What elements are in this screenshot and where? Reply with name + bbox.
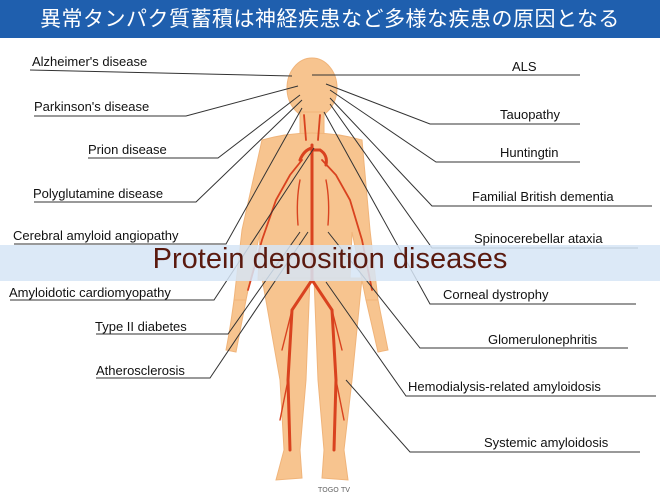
label-corneal-dystrophy: Corneal dystrophy (443, 287, 549, 302)
label-parkinsons: Parkinson's disease (34, 99, 149, 114)
label-hemodialysis-amyloidosis: Hemodialysis-related amyloidosis (408, 379, 601, 394)
label-prion: Prion disease (88, 142, 167, 157)
label-alzheimers: Alzheimer's disease (32, 54, 147, 69)
label-tauopathy: Tauopathy (500, 107, 560, 122)
label-polyglutamine: Polyglutamine disease (33, 186, 163, 201)
label-familial-british-dementia: Familial British dementia (472, 189, 614, 204)
label-glomerulonephritis: Glomerulonephritis (488, 332, 597, 347)
banner-title: Protein deposition diseases (0, 243, 660, 276)
label-systemic-amyloidosis: Systemic amyloidosis (484, 435, 608, 450)
label-cerebral-amyloid-angiopathy: Cerebral amyloid angiopathy (13, 228, 178, 243)
label-als: ALS (512, 59, 537, 74)
label-spinocerebellar-ataxia: Spinocerebellar ataxia (474, 231, 603, 246)
label-atherosclerosis: Atherosclerosis (96, 363, 185, 378)
title-banner: 異常タンパク質蓄積は神経疾患など多様な疾患の原因となる (0, 0, 660, 38)
credit-text: TOGO TV (318, 486, 350, 494)
label-amyloidotic-cardiomyopathy: Amyloidotic cardiomyopathy (9, 285, 171, 300)
label-huntingtin: Huntingtin (500, 145, 559, 160)
label-type-ii-diabetes: Type II diabetes (95, 319, 187, 334)
